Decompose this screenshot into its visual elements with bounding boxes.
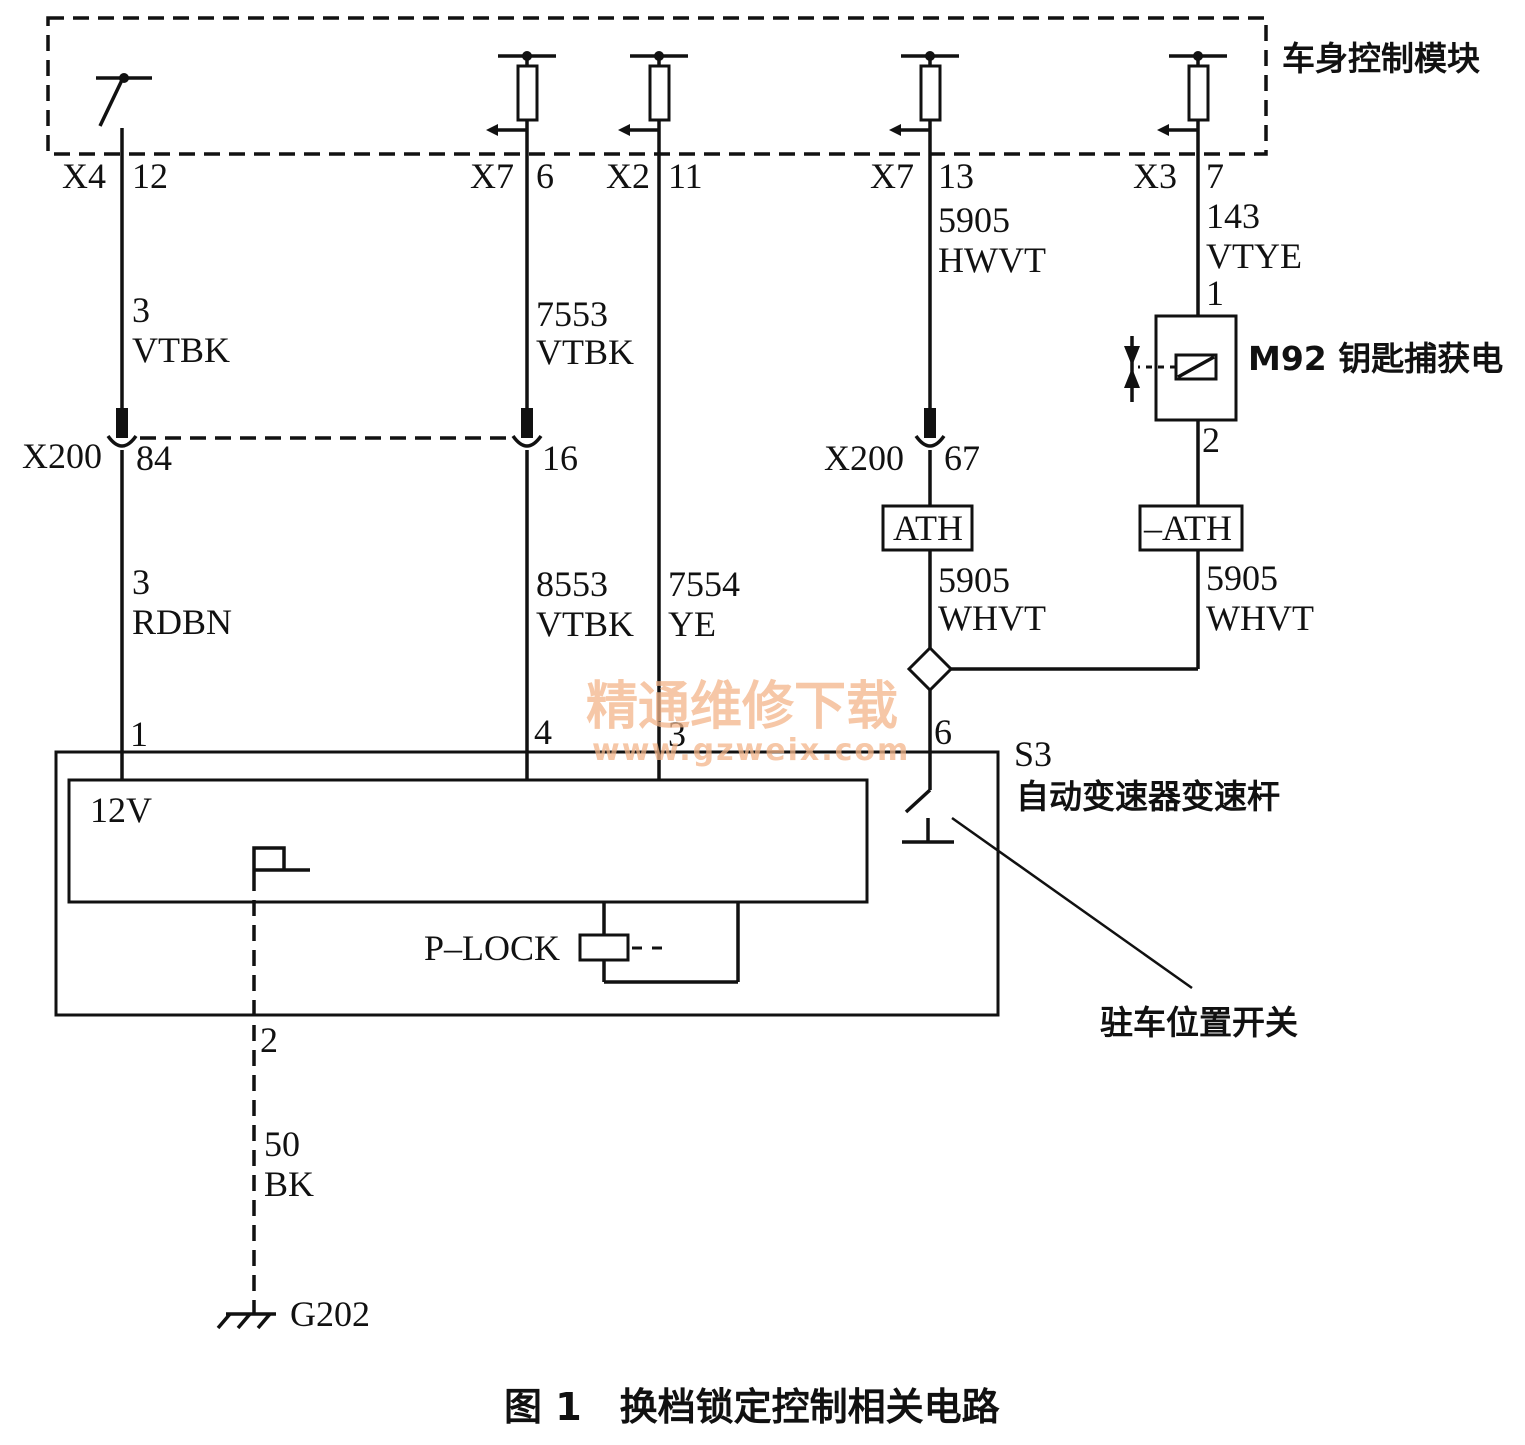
- x200-pin-84: 84: [136, 438, 172, 478]
- internal-ground-symbol: [252, 846, 310, 875]
- ath-option-box: ATH: [881, 504, 974, 552]
- m92-label: M92 钥匙捕获电: [1248, 339, 1503, 378]
- w1-lower-color: RDBN: [132, 602, 232, 642]
- x200-right-label: X200: [824, 438, 904, 478]
- park-switch-label: 驻车位置开关: [1100, 1003, 1298, 1042]
- w3-lower-circuit: 7554: [668, 564, 740, 604]
- ground-wire-color: BK: [264, 1164, 314, 1204]
- m92-key-capture-solenoid: 1 M92 钥匙捕获电 2: [1124, 273, 1503, 460]
- conn-x2: X2: [606, 156, 650, 196]
- ath-label: ATH: [893, 508, 963, 548]
- bcm-internal-switch: [96, 73, 152, 154]
- w1-lower-circuit: 3: [132, 562, 150, 602]
- pin-12: 12: [132, 156, 168, 196]
- w4-upper-circuit: 5905: [938, 200, 1010, 240]
- m92-pin-2: 2: [1202, 420, 1220, 460]
- w5-lower-color: WHVT: [1206, 598, 1314, 638]
- bcm-resistor-x3-7: [1157, 51, 1227, 154]
- w3-lower-color: YE: [668, 604, 716, 644]
- splice-diamond: [906, 645, 954, 693]
- figure-caption: 图 1 换档锁定控制相关电路: [504, 1385, 1001, 1429]
- conn-x7-b: X7: [870, 156, 914, 196]
- watermark: 精通维修下载 www.gzweix.com: [586, 677, 910, 768]
- x200-inline-connector-right: X200 67: [824, 408, 980, 478]
- s3-pin-4: 4: [534, 712, 552, 752]
- pin-6: 6: [536, 156, 554, 196]
- ground-wire-circuit: 50: [264, 1124, 300, 1164]
- s3-pin-6: 6: [934, 712, 952, 752]
- s3-id: S3: [1014, 734, 1052, 774]
- s3-name: 自动变速器变速杆: [1016, 777, 1280, 816]
- x200-left-label: X200: [22, 436, 102, 476]
- w4-lower-color: WHVT: [938, 598, 1046, 638]
- bcm-resistor-x2-11: [618, 51, 688, 154]
- s3-pin-2: 2: [260, 1020, 278, 1060]
- x200-pin-67: 67: [944, 438, 980, 478]
- w2-upper-color: VTBK: [536, 332, 634, 372]
- watermark-url: www.gzweix.com: [592, 733, 910, 768]
- w1-upper-circuit: 3: [132, 290, 150, 330]
- park-switch-leader: [951, 816, 1193, 990]
- w1-upper-color: VTBK: [132, 330, 230, 370]
- pin-7: 7: [1206, 156, 1224, 196]
- conn-x4: X4: [62, 156, 106, 196]
- not-ath-label: –ATH: [1143, 508, 1232, 548]
- x200-pin-16: 16: [542, 438, 578, 478]
- watermark-cn: 精通维修下载: [586, 677, 898, 737]
- pin-11: 11: [668, 156, 703, 196]
- w5-upper-circuit: 143: [1206, 196, 1260, 236]
- w4-lower-circuit: 5905: [938, 560, 1010, 600]
- wire-labels-upper: 3 VTBK 7553 VTBK 5905 HWVT 143 VTYE: [132, 196, 1302, 372]
- w4-upper-color: HWVT: [938, 240, 1046, 280]
- w5-upper-color: VTYE: [1206, 236, 1302, 276]
- supply-12v-label: 12V: [90, 790, 152, 830]
- w5-lower-circuit: 5905: [1206, 558, 1278, 598]
- bcm-resistor-x7-13: [889, 51, 959, 154]
- bcm-title: 车身控制模块: [1282, 39, 1480, 78]
- park-position-switch: [902, 788, 954, 844]
- body-control-module: 车身控制模块: [46, 16, 1480, 156]
- pin-13: 13: [938, 156, 974, 196]
- w2-lower-color: VTBK: [536, 604, 634, 644]
- s3-pin-3: 3: [668, 714, 686, 754]
- bcm-resistor-x7-6: [486, 51, 556, 154]
- s3-pin-1: 1: [130, 714, 148, 754]
- not-ath-option-box: –ATH: [1138, 504, 1244, 552]
- conn-x3: X3: [1133, 156, 1177, 196]
- ground-circuit: 50 BK G202: [216, 875, 370, 1334]
- ground-g202: G202: [290, 1294, 370, 1334]
- s3-shift-lever: S3 自动变速器变速杆 1 4 3 6 12V P–LOCK: [54, 712, 1280, 1060]
- wires: [120, 154, 1200, 790]
- wire-labels-lower: 3 RDBN 8553 VTBK 7554 YE 5905 WHVT 5905 …: [132, 558, 1314, 644]
- conn-x7-a: X7: [470, 156, 514, 196]
- w2-lower-circuit: 8553: [536, 564, 608, 604]
- p-lock-solenoid: P–LOCK: [424, 902, 740, 984]
- bcm-connector-labels: X4 12 X7 6 X2 11 X7 13 X3 7: [62, 156, 1224, 196]
- p-lock-label: P–LOCK: [424, 928, 560, 968]
- x200-inline-connector-left: X200 84 16: [22, 408, 578, 478]
- w2-upper-circuit: 7553: [536, 294, 608, 334]
- m92-pin-1: 1: [1206, 273, 1224, 313]
